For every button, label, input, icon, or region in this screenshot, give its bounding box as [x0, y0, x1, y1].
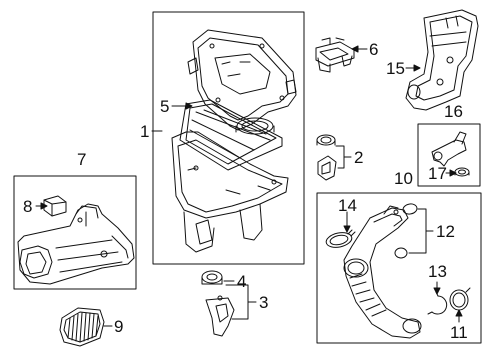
- callout-3: 3: [259, 293, 269, 312]
- duct-group-frame: [13, 175, 137, 290]
- callout-11: 11: [450, 323, 468, 342]
- callout-17: 17: [428, 164, 447, 183]
- callout-8: 8: [23, 197, 33, 216]
- clamp-11: [449, 287, 471, 311]
- callout-13: 13: [428, 262, 447, 281]
- arrow-11: [455, 309, 463, 317]
- arrow-6: [351, 45, 359, 53]
- bracket-line-2: [335, 145, 345, 169]
- mount-bracket-3: [205, 295, 235, 337]
- callout-15: 15: [386, 59, 405, 78]
- mass-air-flow-sensor: [315, 37, 355, 73]
- arrow-8: [40, 202, 48, 210]
- callout-5: 5: [160, 97, 170, 116]
- callout-16: 16: [444, 102, 463, 121]
- callout-14: 14: [338, 196, 357, 215]
- arrow-13: [433, 287, 441, 295]
- intake-hose-group-frame: [316, 192, 482, 344]
- callout-4: 4: [237, 272, 247, 291]
- cabin-filter-9: [59, 307, 105, 347]
- grommet-17: [454, 167, 470, 177]
- arrow-14: [343, 225, 351, 233]
- callout-1: 1: [140, 122, 150, 141]
- snap-ring-13: [427, 291, 448, 315]
- clip-8: [43, 195, 67, 217]
- clamp-14: [325, 229, 356, 248]
- bracket-group-frame: [417, 123, 481, 187]
- o-ring-12a: [402, 203, 418, 215]
- air-cleaner-lower-case: [171, 131, 289, 253]
- callout-12: 12: [436, 222, 455, 241]
- mount-grommet-4: [201, 270, 223, 285]
- callout-6: 6: [369, 40, 379, 59]
- bracket-line-12: [408, 208, 427, 254]
- callout-2: 2: [354, 148, 364, 167]
- o-ring-12b: [394, 247, 408, 259]
- callout-9: 9: [114, 317, 124, 336]
- callout-10: 10: [394, 169, 413, 188]
- intake-hose: [343, 205, 422, 339]
- intake-resonator: [405, 9, 479, 111]
- arrow-5: [185, 102, 193, 110]
- air-cleaner-cover: [187, 29, 297, 135]
- callout-7: 7: [77, 150, 87, 169]
- insulator-grommet: [316, 134, 337, 181]
- hose-bracket: [431, 131, 467, 167]
- air-filter-element: [179, 99, 283, 171]
- arrow-17: [449, 169, 457, 177]
- air-cleaner-assembly-frame: [152, 11, 305, 265]
- intake-duct: [17, 203, 135, 285]
- arrow-15: [413, 64, 421, 72]
